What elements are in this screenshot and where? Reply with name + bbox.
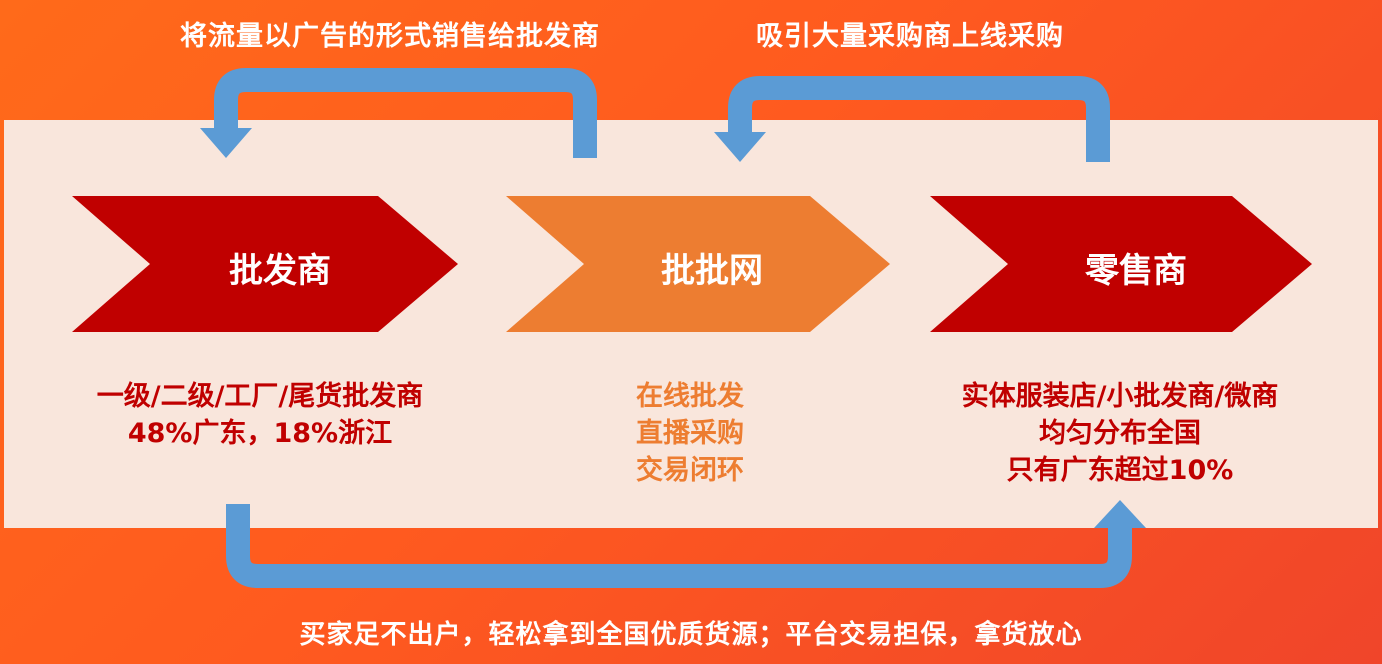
- stage-desc-retailer: 实体服装店/小批发商/微商 均匀分布全国 只有广东超过10%: [900, 378, 1340, 489]
- chevron-pipi: [506, 196, 890, 332]
- arrowhead-top-left: [200, 128, 252, 158]
- stage-desc-wholesaler: 一级/二级/工厂/尾货批发商 48%广东，18%浙江: [40, 378, 480, 452]
- desc-line: 在线批发: [636, 381, 744, 412]
- stage-name-pipi: 批批网: [661, 251, 763, 291]
- top-right-label: 吸引大量采购商上线采购: [756, 21, 1064, 52]
- bottom-label: 买家足不出户，轻松拿到全国优质货源；平台交易担保，拿货放心: [299, 620, 1083, 650]
- flow-arrow-bottom: [226, 504, 1132, 588]
- stage-name-retailer: 零售商: [1085, 251, 1187, 291]
- stage-desc-pipi: 在线批发 直播采购 交易闭环: [570, 378, 810, 489]
- desc-line: 交易闭环: [636, 455, 744, 486]
- stage-name-wholesaler: 批发商: [229, 251, 331, 291]
- arrowhead-bottom: [1094, 500, 1146, 528]
- arrowhead-top-right: [714, 132, 766, 162]
- flow-arrow-top-right: [728, 76, 1110, 162]
- desc-line: 直播采购: [636, 418, 744, 449]
- desc-line: 48%广东，18%浙江: [127, 418, 393, 449]
- flow-arrow-top-left: [214, 68, 597, 158]
- top-left-label: 将流量以广告的形式销售给批发商: [180, 21, 600, 52]
- desc-line: 只有广东超过10%: [1006, 455, 1234, 486]
- chevron-wholesaler: [72, 196, 458, 332]
- chevron-retailer: [930, 196, 1312, 332]
- desc-line: 一级/二级/工厂/尾货批发商: [96, 381, 424, 412]
- desc-line: 实体服装店/小批发商/微商: [961, 381, 1279, 412]
- desc-line: 均匀分布全国: [1039, 418, 1201, 449]
